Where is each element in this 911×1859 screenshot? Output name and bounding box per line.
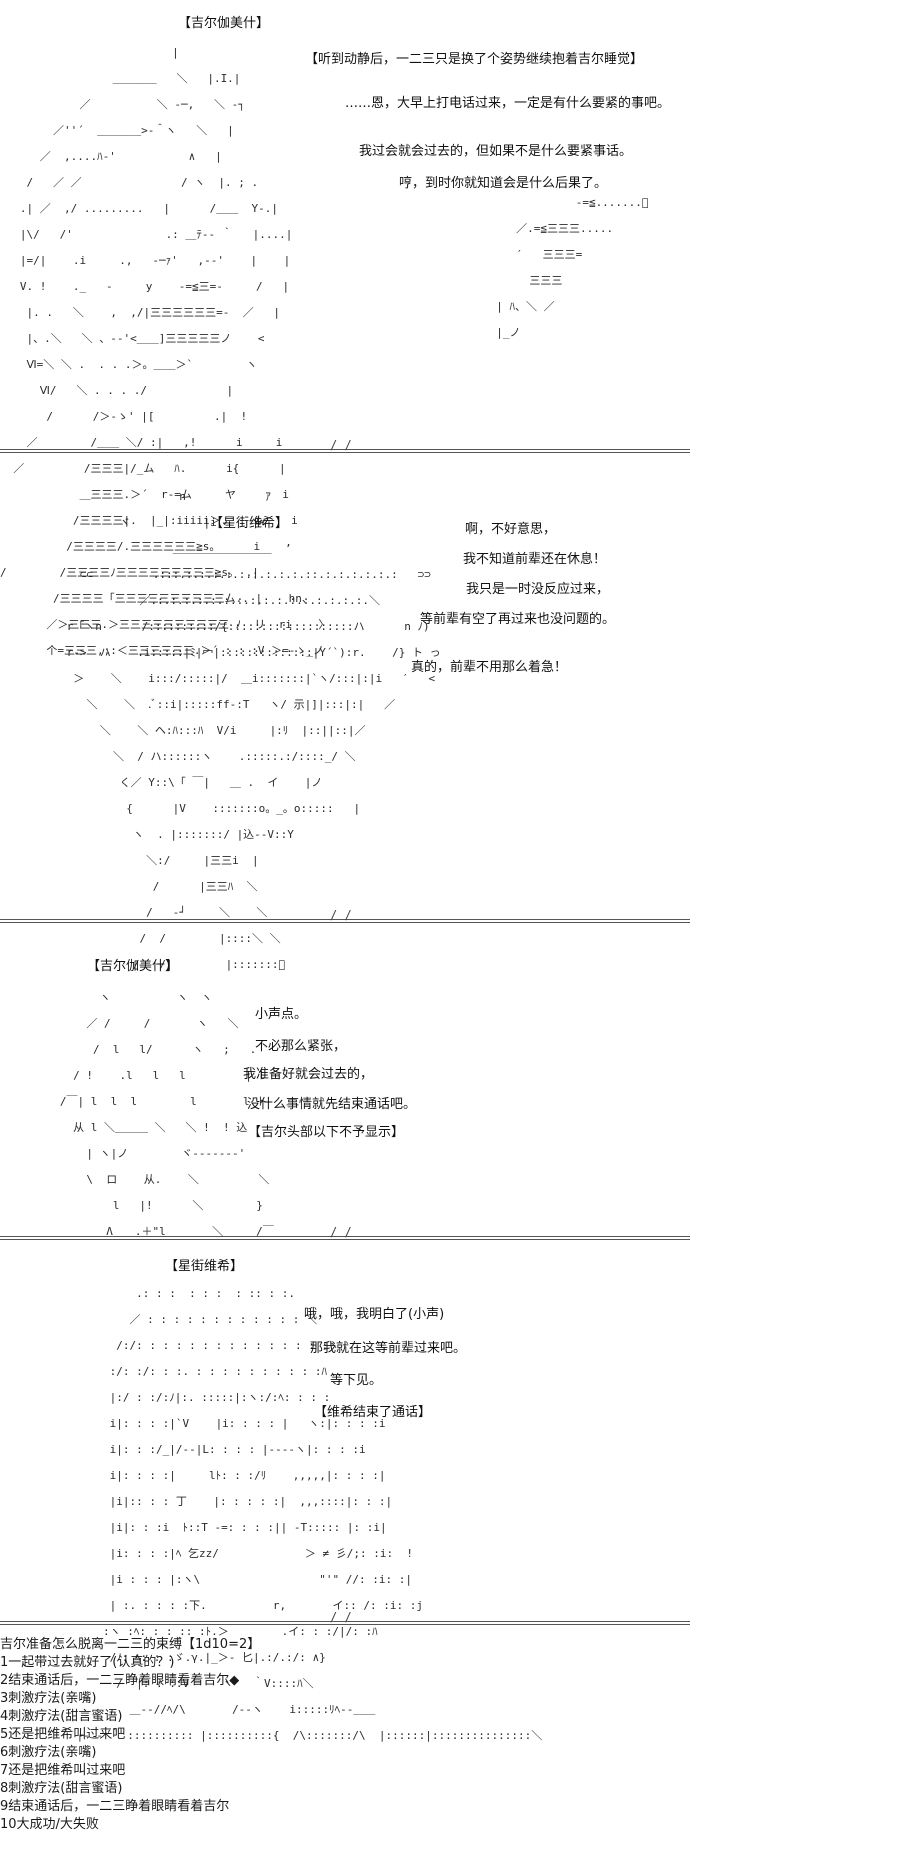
- panel-1: 【吉尔伽美什】 | ＿＿＿＿ ＼ |.I.| ／ ＼ ‐─, ＼ ‐┐ ／''´…: [0, 0, 911, 657]
- dialogue-line: 啊，不好意思，: [465, 522, 557, 537]
- panel-2: 【星街维希】 n ｱ ヾ |i 〃 ＿＿＿＿＿＿＿＿＿ ’ ⊂⊂ .:::.:.…: [0, 460, 911, 971]
- dialogue-line: 那我就在这等前辈过来吧。: [310, 1341, 467, 1356]
- dialogue-line: 我只是一时没反应过来，: [466, 582, 610, 597]
- speaker-name: 【星街维希】: [165, 1259, 244, 1274]
- panel-3: 【吉尔伽美什】 ヽ ヽ ヽ ／ / / ヽ ＼ / l l/ ヽ ; . / !…: [0, 955, 911, 1238]
- speaker-name: 【吉尔伽美什】: [87, 959, 179, 974]
- dialogue-line: 等下见。: [330, 1373, 383, 1388]
- dice-choice-list: 吉尔准备怎么脱离一二三的束缚【1d10=2】 1一起带过去就好了(认真的？) 2…: [0, 1636, 500, 1834]
- dialogue-line: 等前辈有空了再过来也没问题的。: [420, 612, 616, 627]
- choice-title: 吉尔准备怎么脱离一二三的束缚【1d10=2】: [0, 1637, 261, 1652]
- choice-item: 8刺激疗法(甜言蜜语): [0, 1781, 123, 1796]
- choice-item: 2结束通话后，一二三睁着眼睛看着吉尔◆: [0, 1673, 240, 1688]
- dialogue-line: 不必那么紧张，: [255, 1039, 347, 1054]
- ascii-art-vishe-phone: .: : : : : : : :: : :. ／ : : : : : : : :…: [50, 1287, 543, 1742]
- panel-separator: / /: [0, 1225, 690, 1243]
- dialogue-line: 我过会就会过去的，但如果不是什么要紧事话。: [359, 144, 633, 159]
- panel-separator: / /: [0, 438, 690, 456]
- panel-4: 【星街维希】 .: : : : : : : :: : :. ／ : : : : …: [0, 1255, 911, 1742]
- choice-item: 10大成功/大失败: [0, 1817, 99, 1832]
- dialogue-line: 哦，哦，我明白了(小声): [304, 1307, 445, 1322]
- choice-item: 7还是把维希叫过来吧: [0, 1763, 126, 1778]
- speaker-name: 【吉尔伽美什】: [178, 16, 270, 31]
- ascii-art-gilgamesh-phone: ヽ ヽ ヽ ／ / / ヽ ＼ / l l/ ヽ ; . / ! .l l l …: [40, 991, 274, 1238]
- dialogue-line: 我准备好就会过去的，: [243, 1067, 374, 1082]
- dialogue-line: 【维希结束了通话】: [314, 1405, 432, 1420]
- dialogue-line: 小声点。: [255, 1007, 308, 1022]
- choice-item: 1一起带过去就好了(认真的？): [0, 1655, 175, 1670]
- choice-item: 9结束通话后，一二三睁着眼睛看着吉尔: [0, 1799, 230, 1814]
- ascii-art-gilgamesh-sleeping: | ＿＿＿＿ ＼ |.I.| ／ ＼ ‐─, ＼ ‐┐ ／''´ ＿＿＿＿>‐＾…: [0, 46, 330, 657]
- speaker-name: 【星街维希】: [210, 516, 289, 531]
- dialogue-line: 我不知道前辈还在休息！: [463, 552, 607, 567]
- choice-item: 6刺激疗法(亲嘴): [0, 1745, 97, 1760]
- ascii-art-vishe-waving: n ｱ ヾ |i 〃 ＿＿＿＿＿＿＿＿＿ ’ ⊂⊂ .:::.:.:.:.:.:…: [60, 490, 441, 971]
- dialogue-line: 真的，前辈不用那么着急！: [411, 660, 568, 675]
- panel-separator: / /: [0, 908, 690, 926]
- dialogue-line: 【吉尔头部以下不予显示】: [248, 1125, 405, 1140]
- dialogue-line: 【听到动静后，一二三只是换了个姿势继续抱着吉尔睡觉】: [305, 52, 644, 67]
- dialogue-line: 没什么事情就先结束通话吧。: [247, 1097, 417, 1112]
- dialogue-line: 哼，到时你就知道会是什么后果了。: [399, 176, 608, 191]
- ascii-art-phone-desk: -=≦.......ﾞ ／.=≦三三三..... ′ 三三三= 三三三 | ﾊ、…: [430, 196, 649, 339]
- choice-item: 4刺激疗法(甜言蜜语): [0, 1709, 123, 1724]
- panel-separator: / /: [0, 1610, 690, 1628]
- choice-item: 5还是把维希叫过来吧: [0, 1727, 126, 1742]
- dialogue-line: ……恩，大早上打电话过来，一定是有什么要紧的事吧。: [345, 96, 671, 111]
- choice-item: 3刺激疗法(亲嘴): [0, 1691, 97, 1706]
